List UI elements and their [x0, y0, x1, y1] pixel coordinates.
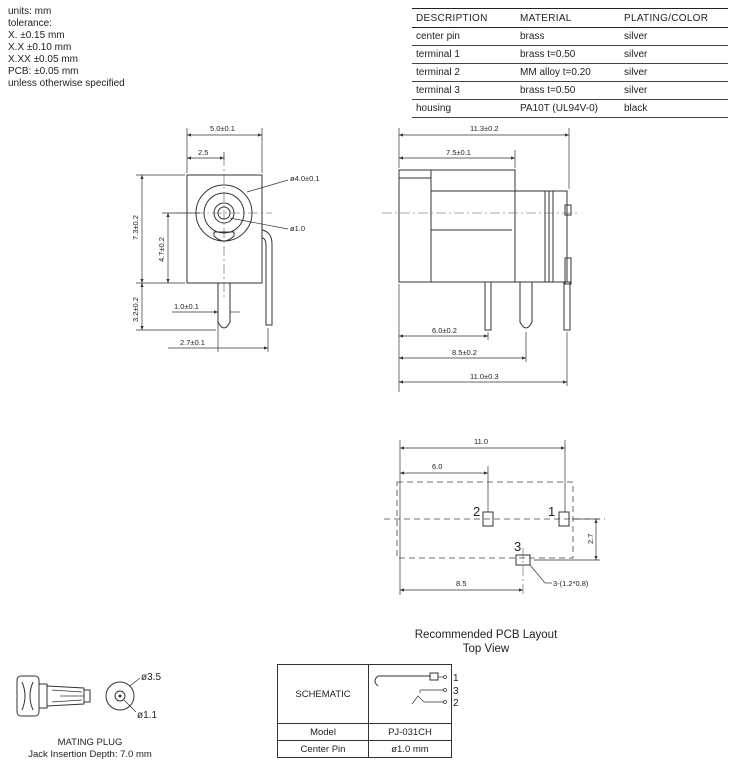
pcb-footprint-outline — [396, 481, 574, 559]
dim-leg-length-label: 3.2±0.2 — [131, 297, 140, 322]
front-view: 5.0±0.1 2.5 ø4.0±0.1 ø1.0 7.3±0.2 4.7±0.… — [131, 124, 320, 352]
table-row: Model PJ-031CH — [277, 723, 452, 741]
schematic-pin-2: 2 — [453, 698, 459, 709]
plug-inner-diameter: ø1.1 — [137, 710, 157, 721]
pcb-subtitle: Top View — [462, 643, 510, 655]
cell-plating: silver — [620, 63, 728, 82]
cell-plating: silver — [620, 27, 728, 46]
tolerance-notes: units: mm tolerance: X. ±0.15 mm X.X ±0.… — [8, 6, 125, 90]
pad-label-2: 2 — [473, 504, 480, 519]
plug-outer-diameter: ø3.5 — [141, 672, 161, 683]
front-housing — [186, 174, 263, 284]
center-pin-value: ø1.0 mm — [368, 740, 452, 758]
table-row: housing PA10T (UL94V-0) black — [412, 99, 728, 118]
cell-description: terminal 2 — [412, 63, 516, 82]
side-pin-2 — [519, 282, 533, 329]
dim-half-label: 2.5 — [198, 148, 208, 157]
side-rear-block — [514, 190, 546, 283]
cell-material: brass t=0.50 — [516, 45, 620, 64]
header-material: MATERIAL — [516, 8, 620, 28]
schematic-pin-1: 1 — [453, 673, 459, 684]
cell-plating: silver — [620, 81, 728, 100]
cell-material: PA10T (UL94V-0) — [516, 99, 620, 118]
terminal-1-leg — [261, 229, 273, 326]
side-housing — [398, 169, 516, 283]
dim-length-label: 11.3±0.2 — [470, 124, 499, 133]
cell-material: brass — [516, 27, 620, 46]
dim-pin3-label: 11.0±0.3 — [470, 372, 499, 381]
mating-plug: ø3.5 ø1.1 — [16, 672, 161, 721]
cell-material: brass t=0.50 — [516, 81, 620, 100]
model-label: Model — [277, 723, 369, 741]
tolerance-line: PCB: ±0.05 mm — [8, 66, 79, 77]
dim-center-height-label: 4.7±0.2 — [157, 237, 166, 262]
pcb-dim-first-label: 6.0 — [432, 462, 442, 471]
table-row: terminal 3 brass t=0.50 silver — [412, 81, 728, 100]
schematic-table: SCHEMATIC 1 3 2 Model PJ-031CH Center Pi… — [277, 664, 459, 758]
cell-plating: silver — [620, 45, 728, 64]
cell-material: MM alloy t=0.20 — [516, 63, 620, 82]
dim-width-label: 5.0±0.1 — [210, 124, 235, 133]
cell-plating: black — [620, 99, 728, 118]
pcb-pad-2 — [482, 511, 494, 527]
pcb-pad-note: 3-(1.2*0.8) — [553, 579, 589, 588]
table-header-row: DESCRIPTION MATERIAL PLATING/COLOR — [412, 8, 728, 28]
pcb-title: Recommended PCB Layout — [414, 629, 558, 641]
schematic-label: SCHEMATIC — [277, 664, 369, 724]
dim-pin1-label: 6.0±0.2 — [432, 326, 457, 335]
dim-pin-offset-label: 2.7±0.1 — [180, 338, 205, 347]
material-spec-table: DESCRIPTION MATERIAL PLATING/COLOR cente… — [412, 8, 728, 118]
cell-description: terminal 1 — [412, 45, 516, 64]
table-row: terminal 2 MM alloy t=0.20 silver — [412, 63, 728, 82]
spring-contact — [213, 231, 235, 242]
dim-pin2-label: 8.5±0.2 — [452, 348, 477, 357]
mating-plug-caption: MATING PLUG Jack Insertion Depth: 7.0 mm — [10, 737, 170, 761]
table-row: Center Pin ø1.0 mm — [277, 740, 452, 758]
pcb-dim-vert-label: 2.7 — [586, 534, 595, 544]
header-plating: PLATING/COLOR — [620, 8, 728, 28]
center-pin-label: Center Pin — [277, 740, 369, 758]
side-pin-1 — [484, 281, 492, 331]
table-row: terminal 1 brass t=0.50 silver — [412, 45, 728, 64]
dim-pin-diameter-label: ø1.0 — [290, 224, 305, 233]
pcb-dim-third-label: 8.5 — [456, 579, 466, 588]
cell-description: housing — [412, 99, 516, 118]
pad-label-3: 3 — [514, 539, 521, 554]
plug-caption-depth: Jack Insertion Depth: 7.0 mm — [28, 749, 152, 760]
dim-height-label: 7.3±0.2 — [131, 215, 140, 240]
schematic-pin-3: 3 — [453, 686, 459, 697]
tolerance-line: X.X ±0.10 mm — [8, 42, 72, 53]
pcb-dim-total-label: 11.0 — [474, 437, 488, 446]
dim-body-length-label: 7.5±0.1 — [446, 148, 471, 157]
side-view: 11.3±0.2 7.5±0.1 6.0±0.2 8.5±0.2 11.0±0.… — [382, 124, 580, 392]
tolerance-line: units: mm — [8, 6, 52, 17]
tolerance-line: tolerance: — [8, 18, 52, 29]
pcb-layout: 11.0 6.0 2 1 3 2.7 3-(1.2*0.8) 8.5 — [384, 437, 605, 595]
model-value: PJ-031CH — [368, 723, 452, 741]
tolerance-line: X.XX ±0.05 mm — [8, 54, 78, 65]
cell-description: terminal 3 — [412, 81, 516, 100]
plug-caption-title: MATING PLUG — [57, 737, 123, 748]
dim-diameter-label: ø4.0±0.1 — [290, 174, 320, 183]
tolerance-line: unless otherwise specified — [8, 78, 125, 89]
pcb-layout-title: Recommended PCB Layout Top View — [380, 628, 592, 656]
dim-pin-width-label: 1.0±0.1 — [174, 302, 199, 311]
table-row: center pin brass silver — [412, 27, 728, 46]
side-pin-3 — [563, 281, 571, 331]
schematic-symbol-cell: 1 3 2 — [368, 664, 459, 724]
pad-label-1: 1 — [548, 504, 555, 519]
header-description: DESCRIPTION — [412, 8, 516, 28]
cell-description: center pin — [412, 27, 516, 46]
schematic-row: SCHEMATIC 1 3 2 — [277, 664, 459, 724]
pcb-pad-1 — [558, 511, 570, 527]
tolerance-line: X. ±0.15 mm — [8, 30, 65, 41]
